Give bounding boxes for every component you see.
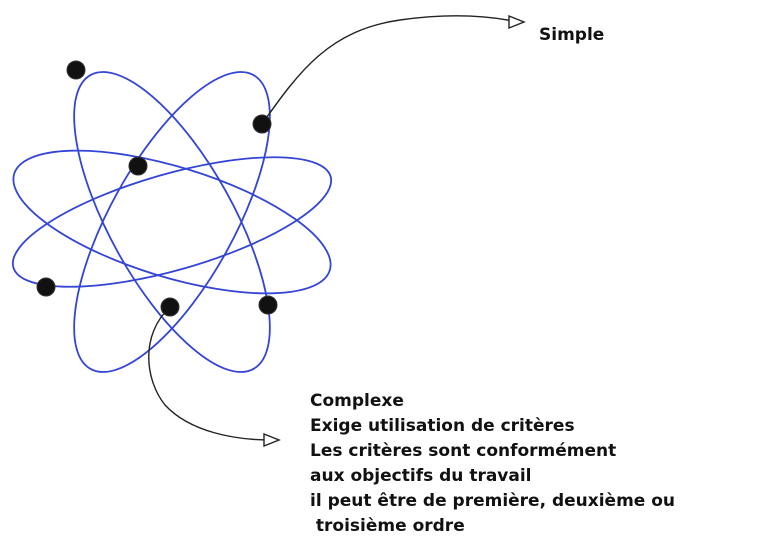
complex-line: il peut être de première, deuxième ou [310, 491, 676, 511]
connector-simple [261, 15, 519, 125]
orbit-steep-left [73, 71, 271, 373]
complex-line: Exige utilisation de critères [310, 416, 575, 436]
complex-line: aux objectifs du travail [310, 466, 532, 486]
simple-label: Simple [539, 25, 605, 45]
electron-left [36, 277, 56, 297]
electron-top-right [252, 114, 272, 134]
electron-top-left [66, 60, 86, 80]
complex-line: troisième ordre [310, 516, 465, 536]
orbit-flat-up [11, 156, 333, 288]
complex-line: Les critères sont conformément [310, 441, 617, 461]
connector-complex [148, 306, 272, 441]
electron-bottom-center [160, 297, 180, 317]
orbits [11, 71, 333, 373]
arrowhead-simple [508, 14, 526, 30]
complex-title: Complexe [310, 391, 404, 411]
orbit-flat-down [12, 149, 332, 295]
orbit-steep-right [73, 71, 271, 373]
arrowhead-complex [263, 432, 281, 448]
electron-bottom-right [258, 295, 278, 315]
connectors [148, 14, 526, 448]
complex-description: Complexe Exige utilisation de critères L… [310, 389, 675, 539]
electrons [36, 60, 278, 317]
electron-center [128, 156, 148, 176]
